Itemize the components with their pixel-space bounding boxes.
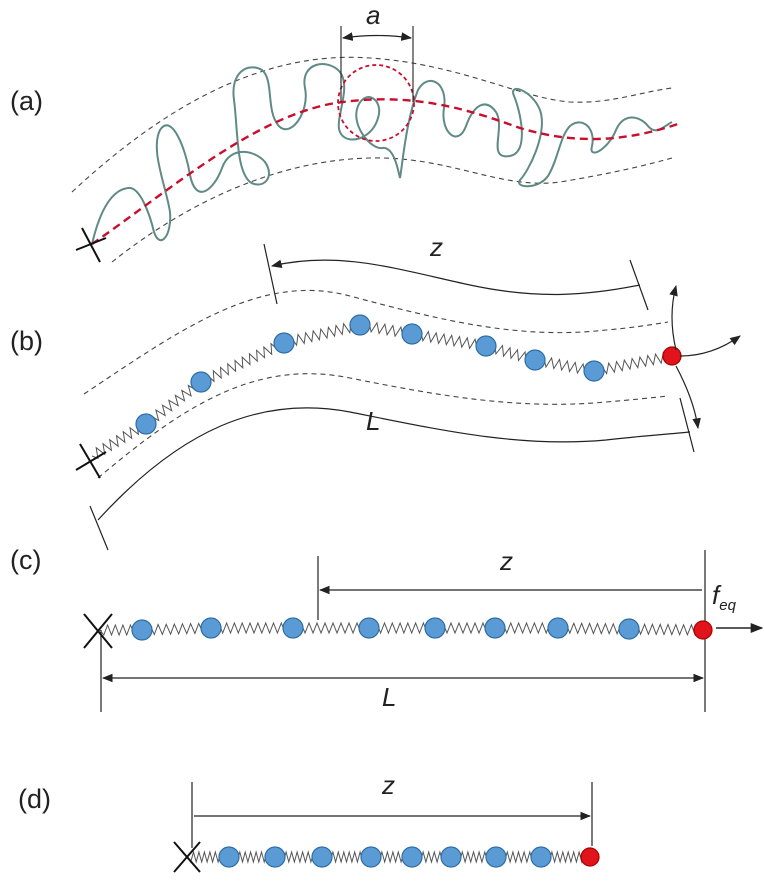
panel-c-graphic (83, 550, 764, 712)
bead (440, 846, 462, 868)
bead (524, 349, 546, 371)
beads-c (131, 617, 713, 641)
bead (485, 846, 507, 868)
spring-chain-d (187, 850, 591, 864)
spring-chain-b (91, 320, 673, 460)
bead (484, 617, 506, 639)
beads-d (218, 846, 600, 868)
panel-a-graphic (71, 26, 679, 263)
tube-diameter-circle (337, 64, 415, 142)
bead (547, 617, 569, 639)
bead (311, 846, 333, 868)
bead (200, 617, 222, 639)
beads-b (135, 314, 682, 435)
anchor-cross-c-2 (83, 613, 113, 649)
z-tick-right-b (629, 259, 649, 311)
bead (401, 323, 423, 345)
end-bead (693, 620, 713, 640)
tube-lower-boundary-b (97, 373, 669, 479)
polymer-chain (91, 63, 673, 245)
L-symbol-c: L (382, 682, 397, 712)
z-symbol-d: z (382, 770, 395, 800)
panel-label-a: (a) (10, 86, 43, 116)
panel-label-c: (c) (10, 545, 42, 575)
panel-b-graphic (75, 243, 741, 551)
z-tick-left-b (263, 243, 278, 305)
tube-upper-boundary (71, 56, 673, 193)
bead (264, 846, 286, 868)
spring-chain-c (99, 621, 704, 637)
primitive-path (91, 98, 679, 245)
bead (190, 371, 212, 393)
end-arrow-up (669, 284, 678, 351)
anchor-cross-a-2 (75, 237, 107, 251)
bead (530, 846, 552, 868)
bead (349, 314, 371, 336)
bead (282, 617, 304, 639)
anchor-cross-b-2 (75, 451, 107, 471)
end-bead (662, 346, 682, 366)
tube-upper-boundary-b (83, 289, 669, 395)
z-symbol-b: z (430, 232, 443, 262)
bead (135, 413, 157, 435)
bead (360, 846, 382, 868)
L-symbol-b: L (366, 406, 381, 436)
bead (618, 618, 640, 640)
bead (273, 332, 295, 354)
L-tick-right-b (679, 397, 695, 453)
bead (475, 335, 497, 357)
bead (583, 360, 605, 382)
a-dimension-arrow (341, 32, 413, 41)
contour-length-line-b (97, 407, 691, 521)
bead (358, 617, 380, 639)
end-bead (580, 847, 600, 867)
end-arrow-down (675, 365, 701, 430)
force-symbol: feq (712, 580, 736, 615)
end-arrow-right (679, 335, 741, 357)
L-tick-left-b (89, 505, 109, 551)
bead (218, 846, 240, 868)
z-dimension-line-b (270, 259, 641, 296)
bead (131, 619, 153, 641)
tube-lower-boundary (111, 157, 673, 263)
bead (401, 846, 423, 868)
bead (424, 617, 446, 639)
tube-diameter-symbol: a (366, 0, 381, 30)
panel-label-d: (d) (18, 784, 51, 814)
panel-d-graphic (173, 782, 600, 873)
z-symbol-c: z (500, 546, 513, 576)
anchor-cross-d-2 (173, 841, 201, 873)
panel-label-b: (b) (10, 326, 43, 356)
